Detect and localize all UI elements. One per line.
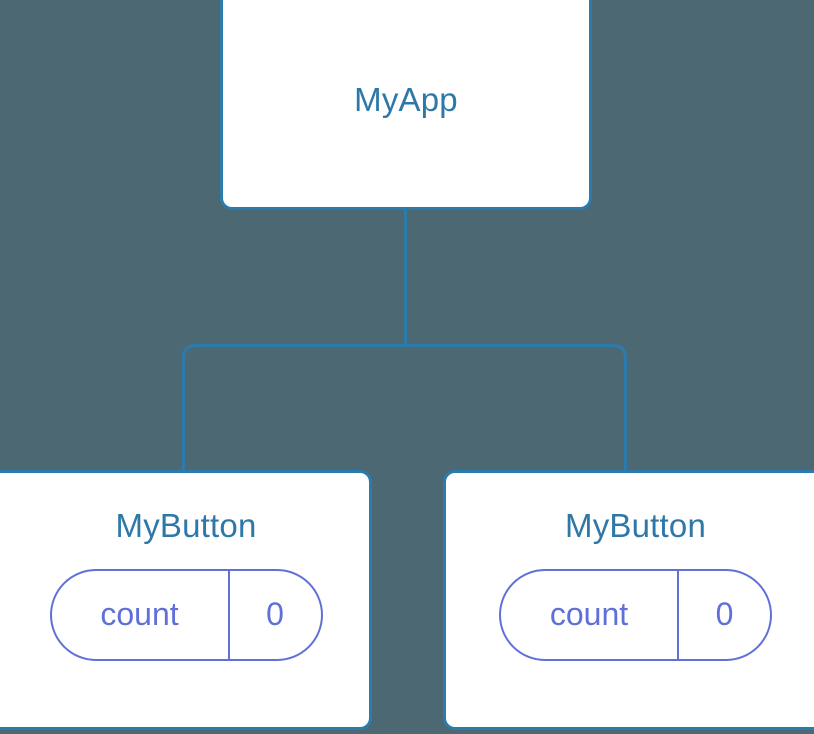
state-value[interactable]: 0	[677, 571, 770, 659]
connector-to-left-child	[182, 344, 406, 472]
state-key: count	[549, 596, 629, 632]
state-pill[interactable]: count 0	[499, 569, 772, 661]
node-title: MyButton	[115, 507, 257, 544]
state-pill[interactable]: count 0	[49, 569, 323, 661]
node-title: MyButton	[565, 507, 706, 544]
state-key: count	[100, 596, 179, 632]
node-mybutton-1[interactable]: MyButton count 0	[0, 470, 372, 730]
state-value[interactable]: 0	[227, 571, 321, 659]
node-mybutton-2[interactable]: MyButton count 0	[443, 470, 814, 730]
connector-to-right-child	[405, 344, 627, 472]
node-title: MyApp	[354, 80, 458, 118]
node-myapp[interactable]: MyApp	[220, 0, 592, 210]
